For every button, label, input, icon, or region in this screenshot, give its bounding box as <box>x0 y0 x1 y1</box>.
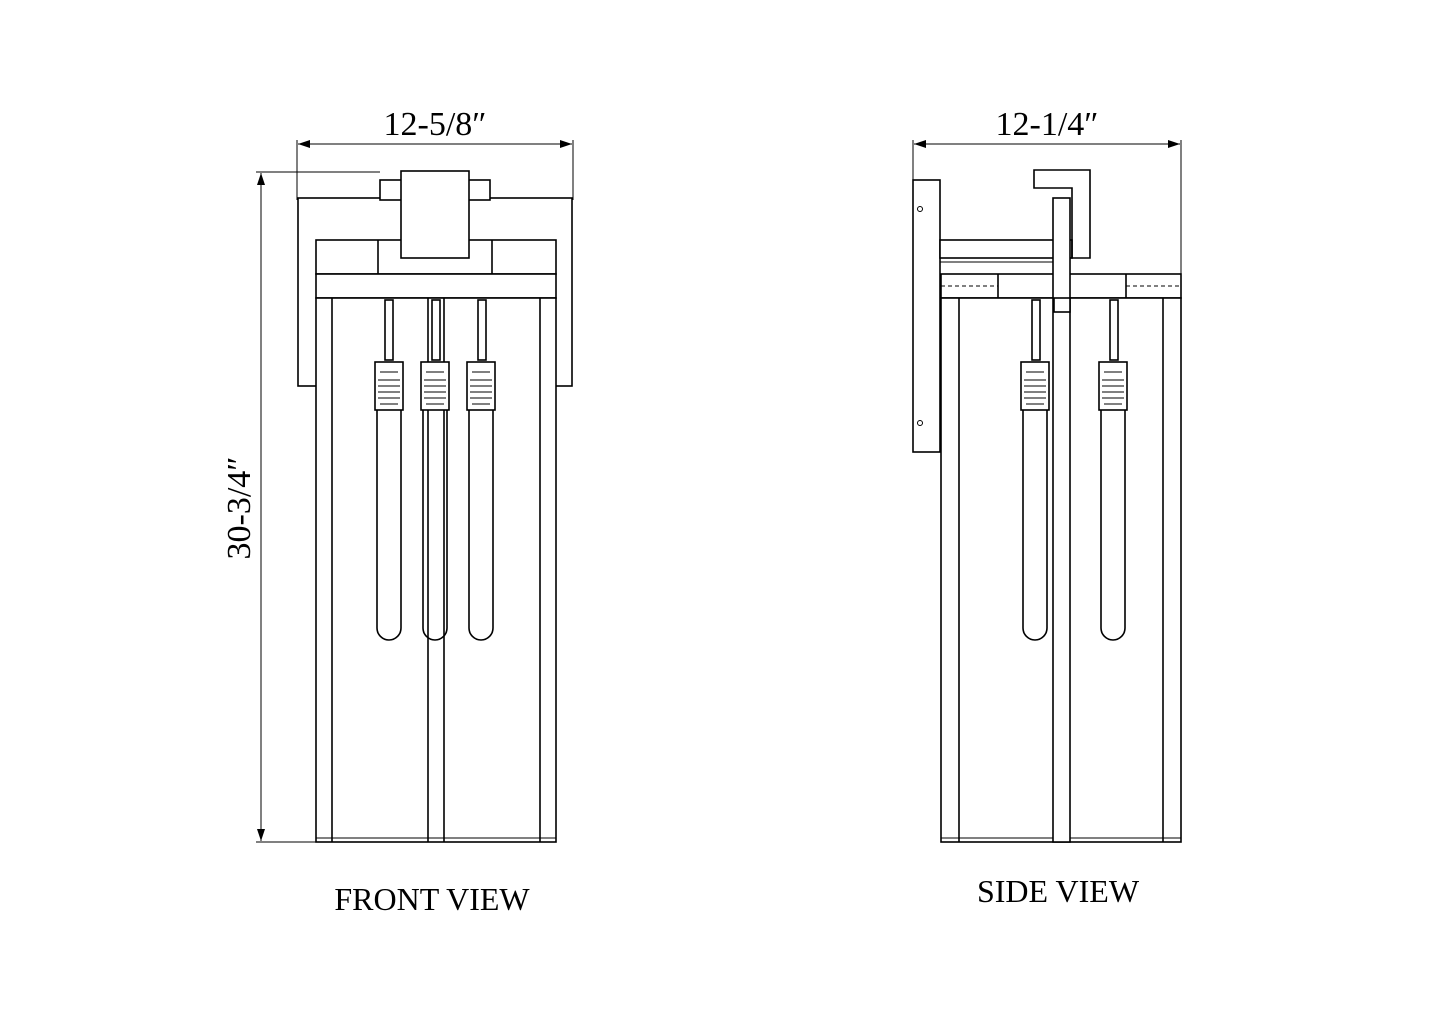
front-height-dimension: 30-3/4″ <box>221 171 380 843</box>
front-center-block <box>400 170 470 259</box>
front-bulb-left <box>374 299 404 641</box>
front-view-caption: FRONT VIEW <box>334 881 530 917</box>
front-height-label: 30-3/4″ <box>221 457 258 560</box>
side-width-label: 12-1/4″ <box>996 106 1099 143</box>
front-width-label: 12-5/8″ <box>384 106 487 143</box>
side-hanging-post <box>1052 197 1071 843</box>
side-bulb-left <box>1020 299 1050 641</box>
side-hook <box>1033 169 1091 259</box>
front-view: 12-5/8″ 30-3/4″ <box>221 106 574 917</box>
side-bulb-right <box>1098 299 1128 641</box>
side-width-dimension: 12-1/4″ <box>912 106 1182 275</box>
side-arm <box>939 239 1073 259</box>
front-top-band <box>315 273 557 299</box>
side-view-caption: SIDE VIEW <box>977 873 1140 909</box>
front-width-dimension: 12-5/8″ <box>296 106 574 200</box>
front-bulb-center <box>420 299 450 641</box>
front-bulb-right <box>466 299 496 641</box>
side-view: 12-1/4″ <box>912 106 1182 909</box>
side-wall-plate <box>912 179 941 453</box>
